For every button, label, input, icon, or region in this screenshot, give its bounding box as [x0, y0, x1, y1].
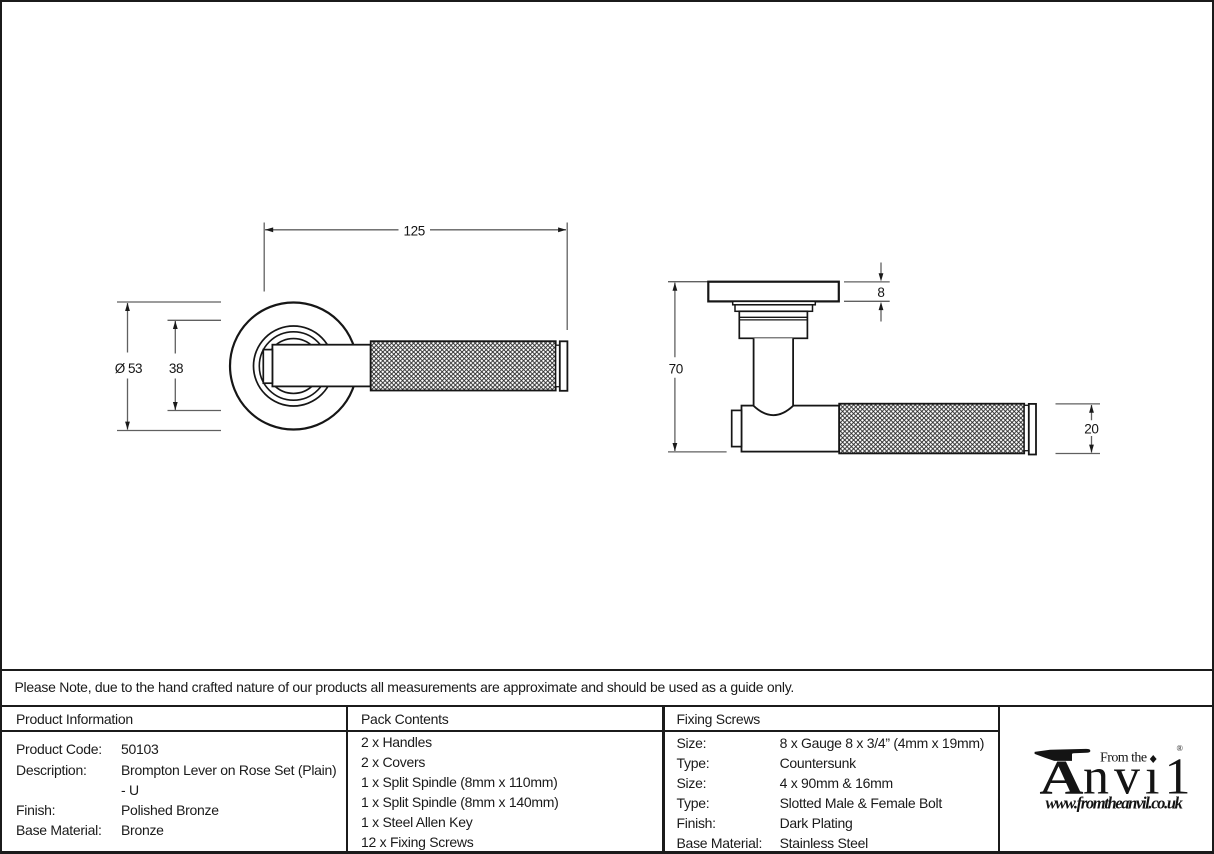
svg-text:70: 70 [669, 362, 683, 377]
svg-text:From the: From the [1100, 751, 1147, 766]
svg-text:8: 8 [877, 285, 884, 300]
svg-text:38: 38 [169, 361, 183, 376]
svg-text:A: A [1039, 750, 1083, 804]
svg-text:125: 125 [403, 223, 424, 238]
svg-text:www.fromtheanvil.co.uk: www.fromtheanvil.co.uk [1046, 794, 1184, 813]
svg-text:®: ® [1177, 743, 1184, 753]
svg-text:20: 20 [1084, 421, 1098, 436]
svg-text:nvı1: nvı1 [1083, 749, 1195, 806]
svg-text:Ø 53: Ø 53 [115, 361, 142, 376]
